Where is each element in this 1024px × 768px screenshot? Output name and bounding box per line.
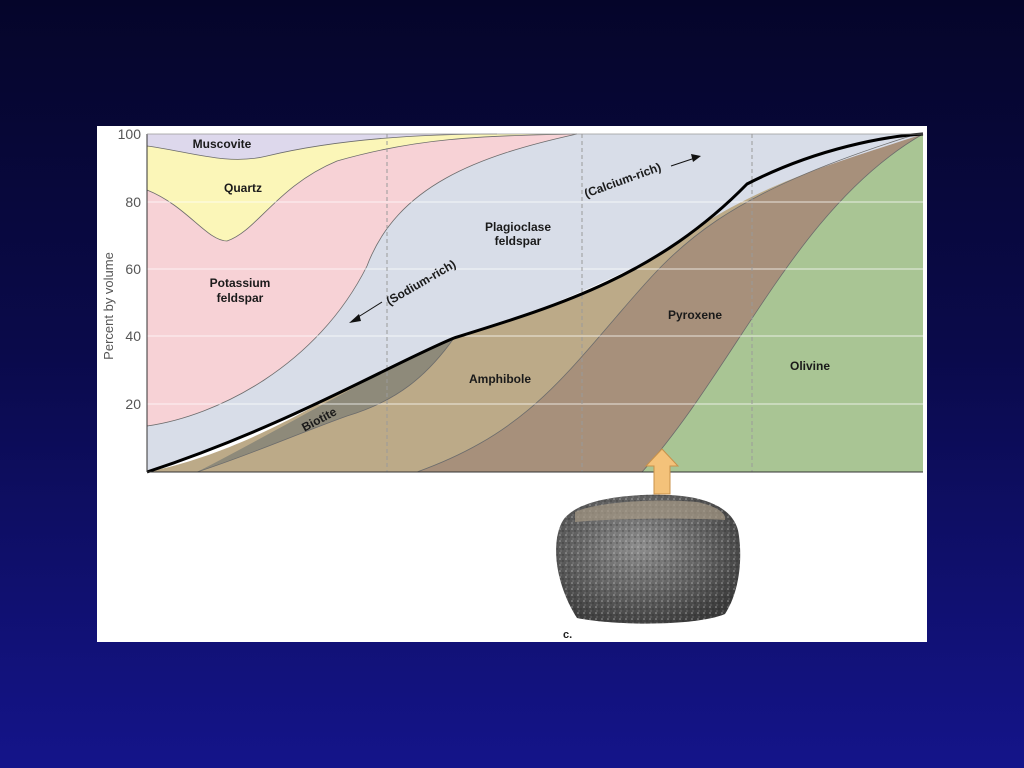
rock-sample-image — [556, 494, 741, 624]
sodium-arrow-head — [349, 314, 361, 323]
muscovite-area — [147, 134, 497, 160]
label-amphibole: Amphibole — [469, 372, 531, 386]
biotite-boundary — [196, 337, 455, 473]
vertical-dividers — [386, 134, 753, 472]
pyroxene-area — [417, 134, 923, 472]
figure-panel: 100 80 60 40 20 Percent by volume Muscov… — [97, 126, 927, 642]
quartz-area — [147, 134, 577, 241]
y-axis-title: Percent by volume — [101, 252, 116, 360]
biotite-area — [197, 338, 454, 472]
amphibole-boundary — [416, 133, 918, 473]
y-tick-100: 100 — [118, 126, 142, 142]
up-arrow-icon — [644, 448, 680, 495]
y-tick-60: 60 — [125, 261, 141, 277]
label-muscovite: Muscovite — [193, 137, 252, 151]
region-boundaries — [146, 133, 924, 473]
mineral-composition-chart: 100 80 60 40 20 Percent by volume Muscov… — [101, 126, 924, 641]
label-plagioclase-1: Plagioclase — [485, 220, 551, 234]
y-tick-40: 40 — [125, 328, 141, 344]
calcium-arrow-head — [691, 154, 701, 162]
calcium-arrow-shaft — [670, 157, 696, 167]
label-potassium-1: Potassium — [210, 276, 271, 290]
olivine-area — [642, 134, 923, 472]
y-tick-20: 20 — [125, 396, 141, 412]
y-tick-80: 80 — [125, 194, 141, 210]
rock-texture — [556, 494, 741, 624]
chart-regions — [147, 134, 923, 472]
potassium-boundary — [146, 133, 578, 427]
quartz-boundary — [146, 133, 578, 242]
label-pyroxene: Pyroxene — [668, 308, 722, 322]
label-olivine: Olivine — [790, 359, 830, 373]
rock-top-face — [575, 500, 726, 522]
label-quartz: Quartz — [224, 181, 262, 195]
plagioclase-main-boundary — [146, 132, 924, 474]
potassium-feldspar-area — [147, 134, 577, 426]
label-potassium-2: feldspar — [217, 291, 264, 305]
label-plagioclase-2: feldspar — [495, 234, 542, 248]
figure-caption: c. — [563, 629, 572, 641]
pyroxene-boundary — [641, 133, 924, 473]
muscovite-boundary — [146, 133, 498, 160]
horizontal-gridlines — [147, 201, 923, 405]
up-arrow-shape — [644, 448, 680, 495]
plagioclase-area — [147, 134, 923, 472]
